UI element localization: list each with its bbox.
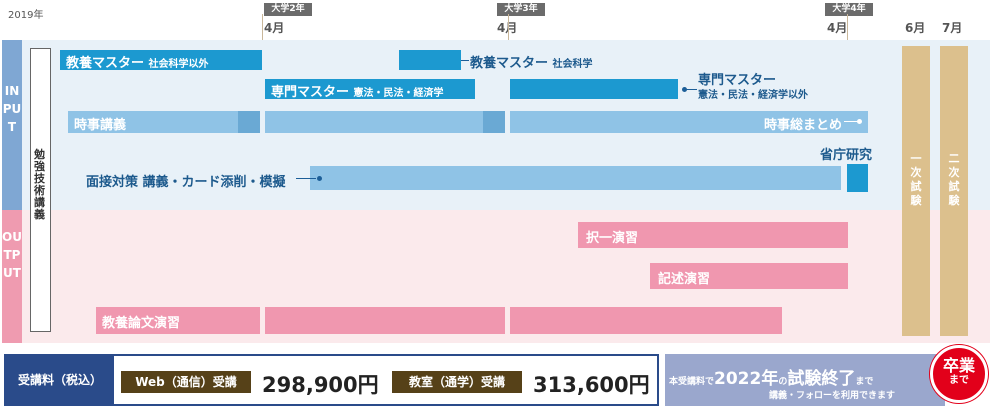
promo-prefix: 本受講料で [669, 377, 715, 387]
connector-line [461, 60, 469, 61]
output-label: OUTPUT [2, 230, 22, 280]
senmon-other-label: 専門マスター 憲法・民法・経済学以外 [698, 73, 808, 103]
classroom-plan-label: 教室（通学）受講 [392, 371, 522, 393]
year-badge-2: 大学2年 [264, 3, 312, 16]
kyoyo-master-bar: 教養マスター 社会科学以外 [60, 50, 262, 73]
month-label: 4月 [827, 21, 848, 35]
kyoyo-master-label: 教養マスター 社会科学以外 [60, 50, 262, 73]
ronbun-bar [265, 307, 505, 334]
promo-exam-end: 試験終了 [787, 369, 856, 389]
mensetsu-label: 面接対策 講義・カード添削・模擬 [86, 175, 286, 190]
month-label: 4月 [264, 21, 285, 35]
course-name: 教養マスター [470, 56, 549, 71]
kijutsu-bar: 記述演習 [650, 263, 848, 289]
input-label: INPUT [2, 84, 22, 134]
connector-line [685, 89, 697, 90]
jiji-bar: 時事講義 [68, 111, 260, 133]
course-sub: 憲法・民法・経済学以外 [698, 90, 808, 101]
ronbun-bar: 教養論文演習 [96, 307, 260, 334]
course-sub: 社会科学 [552, 59, 593, 70]
study-skills-label: 勉強技術講義 [34, 148, 45, 221]
output-section: OUTPUT [2, 210, 22, 343]
promo-line1: 本受講料で2022年の試験終了まで [669, 364, 873, 389]
jiji-bar-end [483, 111, 505, 133]
course-name: 専門マスター [698, 73, 777, 88]
promo-line2: 講義・フォローを利用できます [769, 391, 896, 401]
connector-dot [682, 87, 687, 92]
second-exam-column: 二次試験 [940, 46, 968, 336]
promo-banner: 本受講料で2022年の試験終了まで 講義・フォローを利用できます [665, 354, 945, 406]
graduation-badge: 卒業 まで [930, 345, 988, 403]
jiji-bar [265, 111, 505, 133]
month-label: 4月 [497, 19, 517, 36]
year-badge-3: 大学3年 [497, 3, 545, 16]
ronbun-bar [510, 307, 782, 334]
kyoyo-social-label: 教養マスター 社会科学 [470, 52, 593, 71]
first-exam-label: 一次試験 [910, 152, 922, 207]
takuitsu-label: 択一演習 [586, 231, 639, 246]
tick [508, 14, 509, 40]
month-label: 6月 [905, 21, 926, 35]
mensetsu-bar [310, 166, 841, 190]
takuitsu-bar: 択一演習 [578, 222, 848, 248]
kyoyo-social-bar [399, 50, 461, 70]
connector-line [296, 178, 316, 179]
course-sub: 社会科学以外 [148, 59, 209, 70]
promo-no: の [778, 377, 788, 387]
badge-sub: まで [949, 375, 969, 386]
promo-year: 2022年 [714, 369, 779, 389]
classroom-price: 313,600円 [533, 373, 650, 397]
fee-title: 受講料（税込） [6, 356, 114, 404]
web-plan-label: Web（通信）受講 [121, 371, 251, 393]
web-price: 298,900円 [262, 373, 379, 397]
course-name: 専門マスター [271, 85, 350, 100]
ronbun-label: 教養論文演習 [102, 316, 181, 331]
tick [262, 14, 263, 40]
start-year: 2019年 [8, 10, 44, 21]
course-name: 教養マスター [66, 56, 145, 71]
study-skills-box: 勉強技術講義 [30, 48, 51, 332]
jiji-summary-label: 時事総まとめ [763, 118, 842, 133]
senmon-master-bar: 専門マスター 憲法・民法・経済学 [265, 79, 475, 102]
promo-until: まで [855, 377, 874, 387]
connector-line [844, 121, 860, 122]
jiji-bar-end [238, 111, 260, 133]
senmon-other-bar [510, 79, 678, 99]
jiji-summary-bar: 時事総まとめ [510, 111, 868, 133]
first-exam-column: 一次試験 [902, 46, 930, 336]
tick [847, 14, 848, 40]
shocho-bar [847, 164, 868, 192]
course-sub: 憲法・民法・経済学 [353, 88, 444, 99]
year-badge-4: 大学4年 [825, 3, 873, 16]
senmon-master-label: 専門マスター 憲法・民法・経済学 [265, 79, 475, 102]
second-exam-label: 二次試験 [948, 152, 960, 207]
month-label: 7月 [942, 21, 963, 35]
kijutsu-label: 記述演習 [658, 272, 711, 287]
jiji-label: 時事講義 [74, 118, 127, 133]
connector-dot [857, 119, 862, 124]
connector-dot [317, 176, 322, 181]
input-section: INPUT [2, 40, 22, 210]
shocho-label: 省庁研究 [820, 148, 873, 163]
badge-main: 卒業 [942, 356, 975, 375]
